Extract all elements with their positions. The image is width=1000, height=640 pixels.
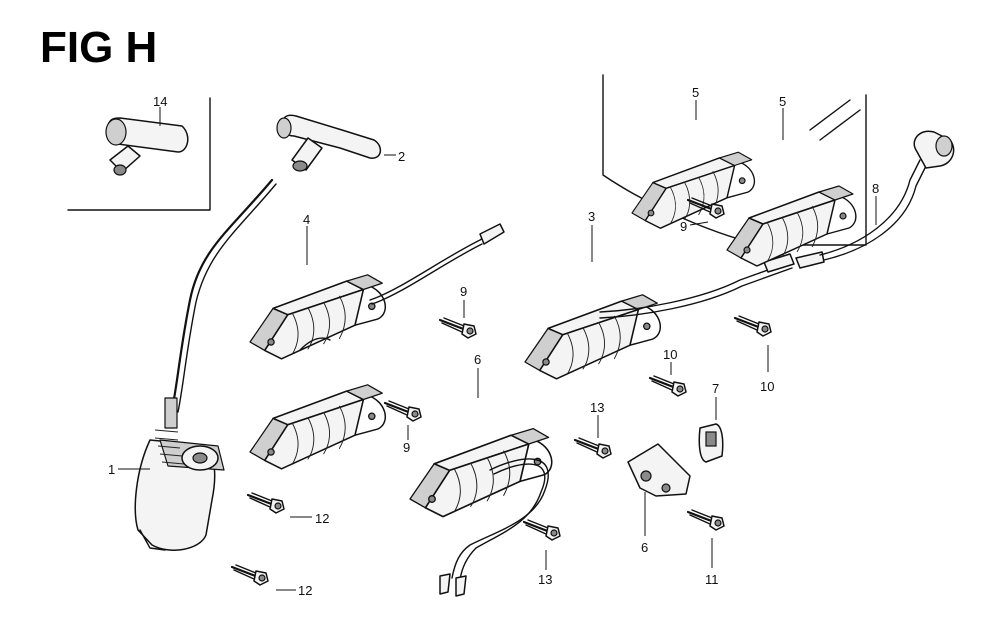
bolt-part-12-lower bbox=[230, 563, 270, 587]
lead-wire-part-8 bbox=[819, 130, 955, 261]
bolt-part-10-right bbox=[733, 314, 773, 338]
callout-1: 1 bbox=[108, 462, 115, 477]
callout-8: 8 bbox=[872, 181, 879, 196]
bolt-part-9-upper bbox=[438, 316, 478, 340]
callout-9-upper: 9 bbox=[460, 284, 467, 299]
figure-title: FIG H bbox=[40, 23, 157, 72]
callout-12-upper: 12 bbox=[315, 511, 329, 526]
ignition-coil-part-1 bbox=[118, 397, 225, 551]
callout-12-lower: 12 bbox=[298, 583, 312, 598]
callout-6-coil: 6 bbox=[474, 352, 481, 367]
callout-14: 14 bbox=[153, 94, 167, 109]
callout-4: 4 bbox=[303, 212, 310, 227]
bolt-part-13-lower bbox=[522, 518, 562, 542]
coil-4-wire bbox=[369, 231, 493, 301]
callout-9-box: 9 bbox=[680, 219, 687, 234]
bolt-part-11 bbox=[686, 508, 726, 532]
bracket-part-6 bbox=[627, 443, 691, 536]
charge-coil-part-3 bbox=[524, 225, 662, 380]
high-tension-lead bbox=[170, 178, 274, 412]
bolt-part-13-upper bbox=[573, 436, 613, 460]
callout-13-upper: 13 bbox=[590, 400, 604, 415]
callout-10-right: 10 bbox=[760, 379, 774, 394]
bolt-part-9-lower bbox=[383, 399, 423, 423]
callout-3: 3 bbox=[588, 209, 595, 224]
exciter-coil-part-4 bbox=[249, 226, 387, 360]
callout-labels: 14 2 4 1 12 12 9 9 9 6 3 5 5 8 10 10 7 1… bbox=[108, 85, 879, 598]
callout-6-bracket: 6 bbox=[641, 540, 648, 555]
part-5-group bbox=[602, 74, 867, 267]
callout-9-lower: 9 bbox=[403, 440, 410, 455]
bolt-part-10-middle bbox=[648, 374, 688, 398]
charge-coil-part-6 bbox=[409, 368, 553, 518]
coil-3-wire bbox=[599, 261, 791, 313]
callout-7: 7 bbox=[712, 381, 719, 396]
part-14-group bbox=[67, 97, 211, 211]
clip-part-7 bbox=[698, 397, 724, 463]
callout-13-lower: 13 bbox=[538, 572, 552, 587]
spark-plug-cap-part-14 bbox=[105, 117, 189, 176]
spark-plug-cap-part-2 bbox=[276, 114, 396, 172]
bolt-part-12-upper bbox=[246, 491, 286, 515]
callout-5-left: 5 bbox=[692, 85, 699, 100]
callout-5-right: 5 bbox=[779, 94, 786, 109]
callout-11: 11 bbox=[705, 572, 719, 587]
callout-2: 2 bbox=[398, 149, 405, 164]
charge-coil-lower bbox=[249, 384, 387, 470]
callout-10-middle: 10 bbox=[663, 347, 677, 362]
